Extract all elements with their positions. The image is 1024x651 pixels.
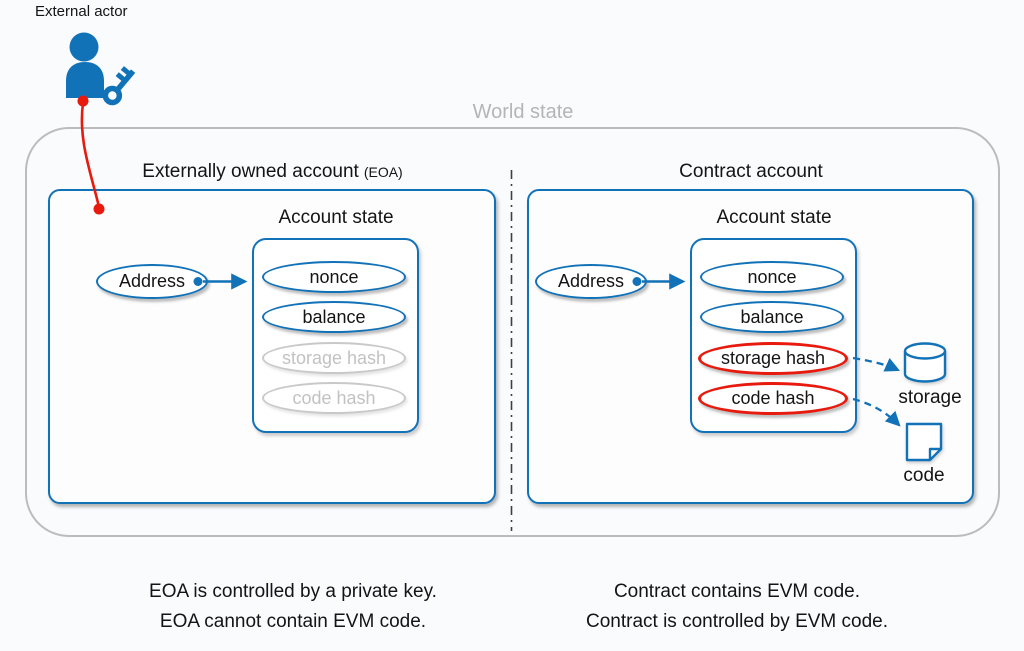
eoa-title-main: Externally owned account — [142, 161, 359, 182]
storage-database-icon — [903, 342, 947, 383]
external-actor-label: External actor — [35, 3, 128, 20]
eoa-storage-hash-ellipse: storage hash — [262, 342, 406, 374]
eoa-caption: EOA is controlled by a private key. EOA … — [93, 577, 493, 637]
eoa-address-ellipse: Address — [96, 264, 208, 299]
code-document-icon — [905, 422, 943, 462]
contract-caption: Contract contains EVM code. Contract is … — [537, 577, 937, 637]
key-icon — [102, 66, 136, 106]
contract-address-ellipse: Address — [535, 264, 647, 299]
world-state-label: World state — [472, 101, 574, 123]
contract-code-hash-label: code hash — [731, 388, 815, 408]
world-state-box — [25, 127, 1000, 537]
contract-title: Contract account — [679, 161, 823, 182]
contract-caption-line2: Contract is controlled by EVM code. — [585, 611, 889, 632]
code-label: code — [903, 465, 945, 486]
eoa-nonce-label: nonce — [309, 266, 359, 287]
eoa-account-state-title: Account state — [278, 207, 394, 228]
contract-storage-hash-label: storage hash — [720, 348, 826, 368]
contract-storage-hash-ellipse: storage hash — [698, 342, 848, 375]
eoa-caption-line2: EOA cannot contain EVM code. — [159, 611, 427, 632]
contract-nonce-ellipse: nonce — [700, 261, 844, 293]
eoa-nonce-ellipse: nonce — [262, 261, 406, 293]
contract-code-hash-ellipse: code hash — [698, 382, 848, 415]
eoa-caption-line1: EOA is controlled by a private key. — [149, 581, 437, 602]
contract-balance-ellipse: balance — [700, 301, 844, 333]
eoa-code-hash-ellipse: code hash — [262, 382, 406, 414]
eoa-address-label: Address — [118, 271, 186, 291]
contract-nonce-label: nonce — [747, 266, 797, 287]
contract-address-label: Address — [557, 271, 625, 291]
storage-label: storage — [898, 387, 962, 408]
contract-caption-line1: Contract contains EVM code. — [613, 581, 861, 602]
eoa-title: Externally owned account(EOA) — [48, 161, 497, 183]
eoa-title-suffix: (EOA) — [363, 164, 403, 180]
contract-balance-label: balance — [740, 306, 804, 327]
person-icon — [66, 32, 104, 98]
eoa-balance-label: balance — [302, 306, 366, 327]
eoa-balance-ellipse: balance — [262, 301, 406, 333]
eoa-code-hash-label: code hash — [292, 387, 376, 408]
eoa-storage-hash-label: storage hash — [281, 347, 387, 368]
contract-account-state-title: Account state — [716, 207, 832, 228]
